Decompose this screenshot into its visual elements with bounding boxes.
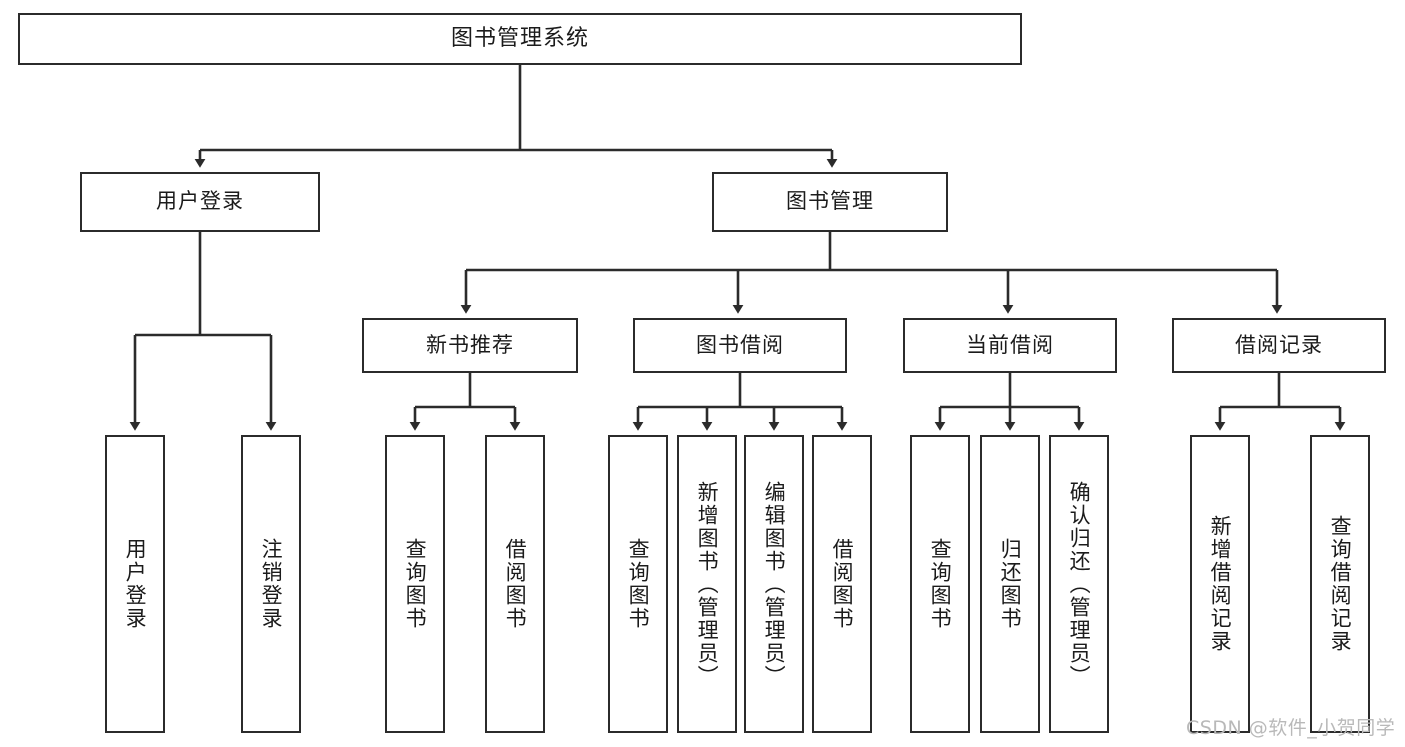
node-label: 借阅记录 (1235, 332, 1323, 357)
node-label: 归还图书 (998, 538, 1023, 630)
node-user-login[interactable]: 用户登录 (80, 172, 320, 232)
node-book-borrow[interactable]: 图书借阅 (633, 318, 847, 373)
node-new-book-recommend[interactable]: 新书推荐 (362, 318, 578, 373)
node-leaf-query-book-1[interactable]: 查询图书 (385, 435, 445, 733)
node-label: 图书管理系统 (450, 25, 589, 51)
node-label: 借阅图书 (503, 538, 528, 630)
node-label: 用户登录 (123, 538, 148, 630)
node-leaf-user-login[interactable]: 用户登录 (105, 435, 165, 733)
node-current-borrow[interactable]: 当前借阅 (903, 318, 1117, 373)
node-leaf-borrow-book-2[interactable]: 借阅图书 (812, 435, 872, 733)
node-leaf-return-book[interactable]: 归还图书 (980, 435, 1040, 733)
node-leaf-borrow-book-1[interactable]: 借阅图书 (485, 435, 545, 733)
node-label: 查询借阅记录 (1328, 515, 1353, 653)
node-label: 查询图书 (626, 538, 651, 630)
node-leaf-confirm-return[interactable]: 确认归还（管理员） (1049, 435, 1109, 733)
csdn-watermark: CSDN @软件_小贺同学 (1186, 717, 1396, 739)
node-book-manage[interactable]: 图书管理 (712, 172, 948, 232)
node-leaf-add-book[interactable]: 新增图书（管理员） (677, 435, 737, 733)
node-leaf-add-record[interactable]: 新增借阅记录 (1190, 435, 1250, 733)
node-leaf-query-record[interactable]: 查询借阅记录 (1310, 435, 1370, 733)
node-label: 借阅图书 (830, 538, 855, 630)
node-root-book-management-system[interactable]: 图书管理系统 (18, 13, 1022, 65)
node-label: 查询图书 (403, 538, 428, 630)
node-leaf-logout[interactable]: 注销登录 (241, 435, 301, 733)
node-label: 图书管理 (786, 189, 874, 214)
node-label: 注销登录 (259, 538, 284, 630)
node-label: 新书推荐 (426, 332, 514, 357)
node-leaf-query-book-3[interactable]: 查询图书 (910, 435, 970, 733)
node-label: 新增图书（管理员） (695, 480, 720, 688)
node-label: 新增借阅记录 (1208, 515, 1233, 653)
node-label: 编辑图书（管理员） (762, 480, 787, 688)
node-leaf-query-book-2[interactable]: 查询图书 (608, 435, 668, 733)
node-label: 用户登录 (156, 189, 244, 214)
node-label: 确认归还（管理员） (1067, 480, 1092, 688)
node-label: 查询图书 (928, 538, 953, 630)
node-label: 图书借阅 (696, 332, 784, 357)
node-label: 当前借阅 (966, 332, 1054, 357)
node-borrow-record[interactable]: 借阅记录 (1172, 318, 1386, 373)
node-leaf-edit-book[interactable]: 编辑图书（管理员） (744, 435, 804, 733)
